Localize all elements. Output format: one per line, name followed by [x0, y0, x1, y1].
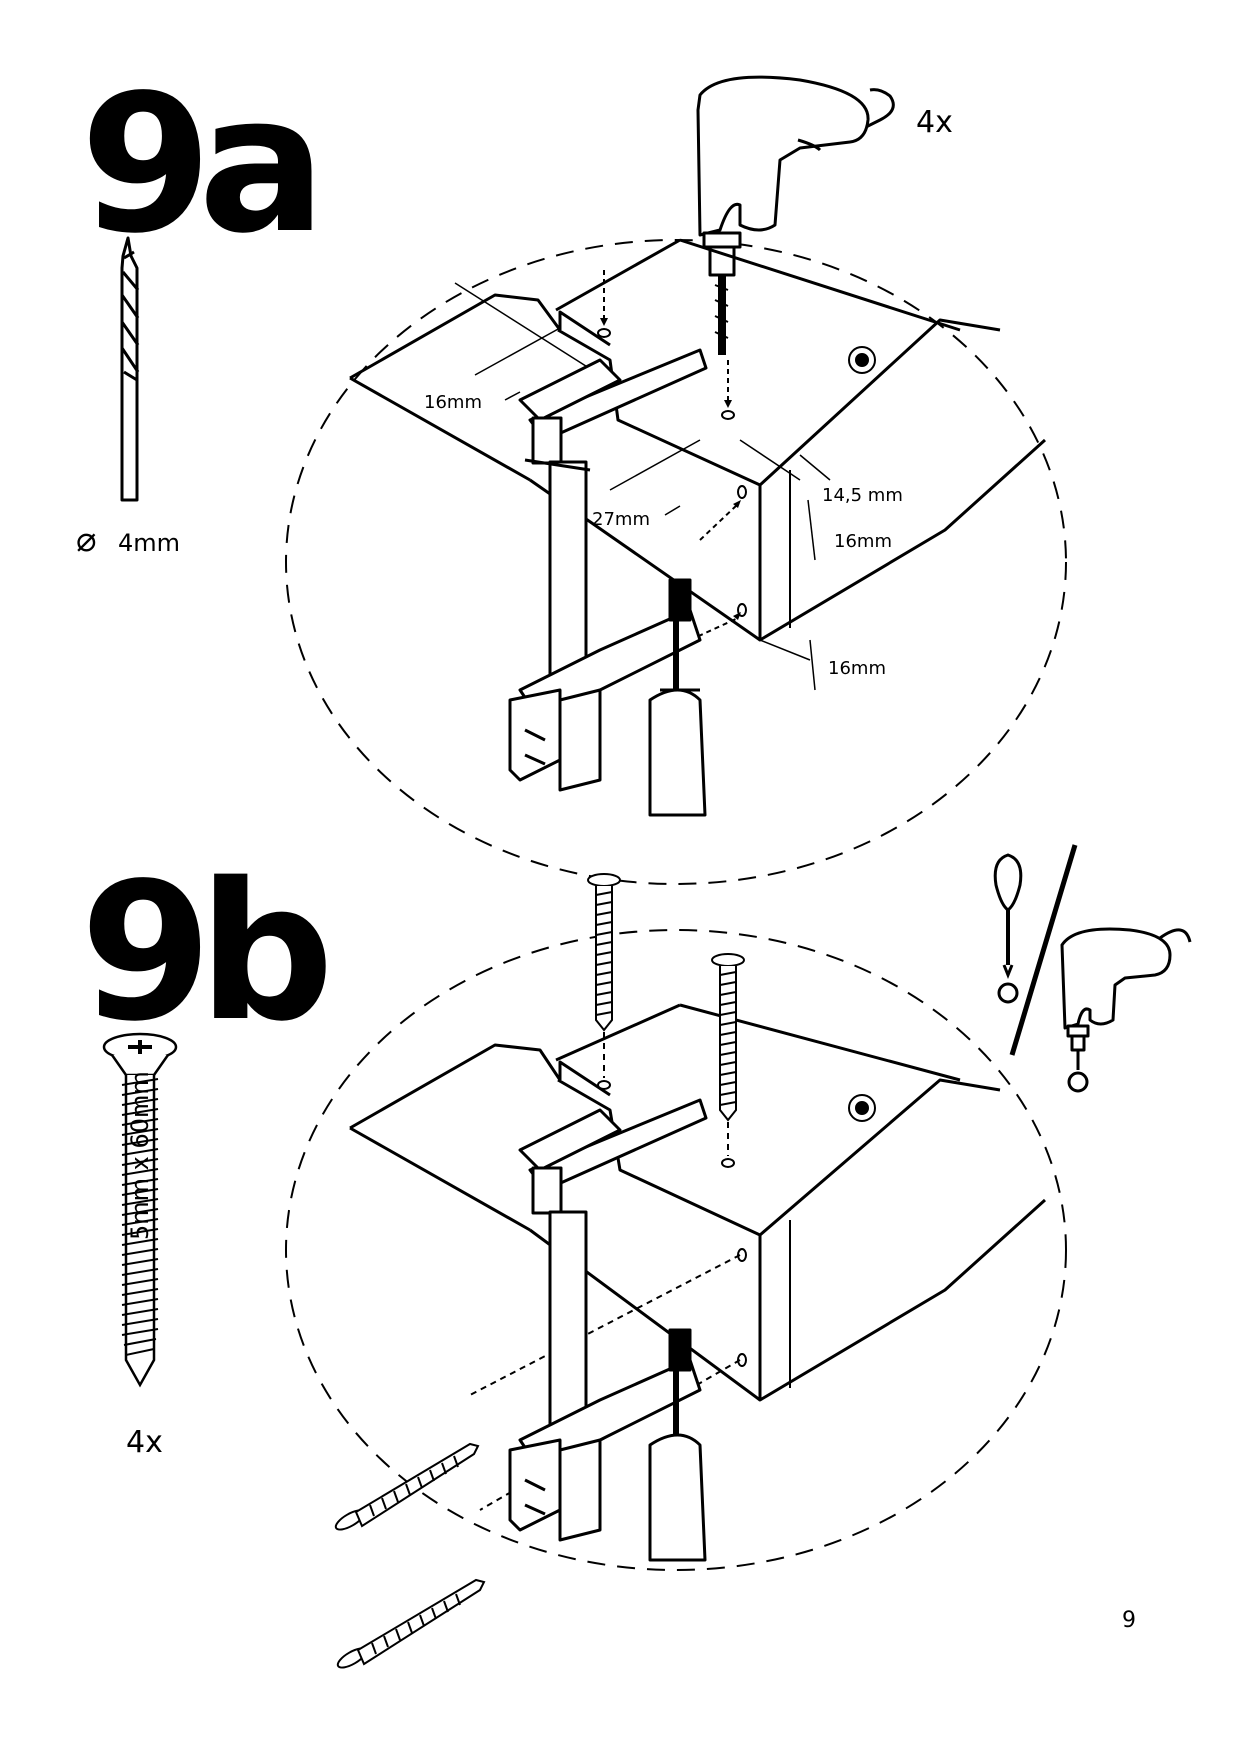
step-9b-quantity: 4x — [126, 1425, 163, 1460]
dimension-27mm: 27mm — [592, 509, 650, 530]
dimension-16mm-top: 16mm — [424, 392, 482, 413]
drill-bit-diameter-symbol: ⌀ — [76, 520, 97, 560]
detail-circle — [285, 239, 1067, 885]
step-9a-number: 9a — [80, 54, 326, 275]
drill-bit-size-label: 4mm — [118, 529, 181, 557]
step-9a-quantity: 4x — [916, 105, 953, 140]
page-number: 9 — [1122, 1608, 1136, 1633]
screwdriver-icon — [993, 853, 1023, 1004]
screw-top-right — [711, 953, 745, 1122]
dimension-16mm-middle: 16mm — [834, 531, 892, 552]
screw-head-icon — [848, 1094, 876, 1122]
screw-lower-1 — [334, 1442, 480, 1531]
detail-circle — [285, 929, 1067, 1571]
bar-clamp — [508, 348, 708, 817]
drill-icon — [696, 75, 895, 355]
bar-clamp — [508, 1098, 708, 1562]
cabinet-panel — [349, 1003, 1047, 1402]
dimension-14-5mm: 14,5 mm — [822, 485, 903, 506]
or-divider — [1009, 844, 1078, 1056]
dimension-16mm-bottom: 16mm — [828, 658, 886, 679]
cordless-drill-icon — [1060, 927, 1192, 1093]
drill-holes — [597, 328, 747, 617]
screw-lower-2 — [336, 1578, 486, 1669]
screw-head-icon — [848, 346, 876, 374]
screw-top-left — [587, 873, 621, 1032]
drill-holes — [597, 1080, 747, 1367]
step-9b-number: 9b — [80, 842, 334, 1063]
